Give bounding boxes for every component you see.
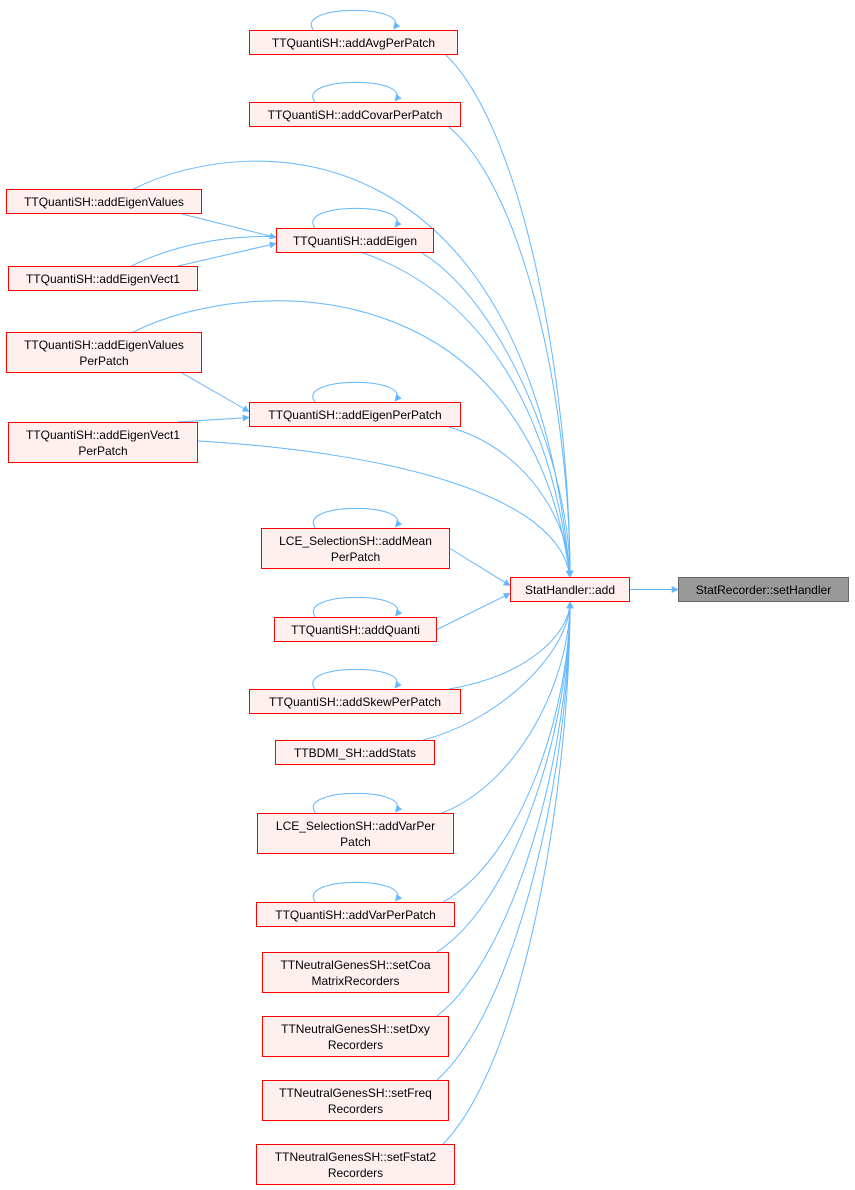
- node-label-line-2: Recorders: [327, 1101, 384, 1116]
- node-label: TTQuantiSH::addQuanti: [291, 622, 420, 637]
- node-label: TTQuantiSH::addEigenValues: [24, 194, 184, 209]
- node-setfreqrecorders[interactable]: TTNeutralGenesSH::setFreq Recorders: [262, 1080, 449, 1121]
- self-call-loop-addVarPerPatch: [312, 881, 403, 903]
- node-addeigenvect1perpatch[interactable]: TTQuantiSH::addEigenVect1 PerPatch: [8, 422, 198, 463]
- edge-addEigenVect1-to-addEigen: [177, 241, 277, 267]
- node-setcoamatrixrecorders[interactable]: TTNeutralGenesSH::setCoa MatrixRecorders: [262, 952, 449, 993]
- self-call-loop-addEigenPerPatch: [312, 381, 402, 403]
- node-addstats[interactable]: TTBDMI_SH::addStats: [275, 740, 435, 765]
- edge-addEigenValues-to-add: [133, 160, 573, 578]
- node-statrecorder-sethandler-root: StatRecorder::setHandler: [678, 577, 849, 602]
- node-addeigen[interactable]: TTQuantiSH::addEigen: [276, 228, 434, 253]
- node-label-line-1: TTNeutralGenesSH::setFstat2: [274, 1149, 437, 1164]
- edge-addEigen-to-add: [421, 252, 574, 578]
- edge-addEigenVect1PerPatch-to-addEigenPerPatch: [177, 414, 250, 423]
- edge-addEigenPerPatch-to-add: [448, 426, 574, 578]
- node-label-line-1: TTNeutralGenesSH::setCoa: [280, 957, 431, 972]
- node-label: TTQuantiSH::addVarPerPatch: [275, 907, 436, 922]
- edge-addEigenVect1PerPatch-to-add: [197, 440, 573, 578]
- self-call-loop-addCovarPerPatch: [312, 81, 402, 103]
- node-stathandler-add[interactable]: StatHandler::add: [510, 577, 630, 602]
- edge-addStats-to-add: [422, 601, 574, 741]
- node-label: TTQuantiSH::addEigenVect1: [25, 271, 181, 286]
- node-label: TTQuantiSH::addSkewPerPatch: [268, 694, 442, 709]
- self-call-loop-addVarPerPatchLCE: [312, 792, 403, 814]
- self-call-loop-addAvgPerPatch: [310, 9, 401, 31]
- node-addeigenvalues[interactable]: TTQuantiSH::addEigenValues: [6, 189, 202, 214]
- edge-setDxyRecorders-to-add: [436, 601, 574, 1017]
- node-label-line-2: Recorders: [327, 1165, 384, 1180]
- edge-addSkewPerPatch-to-add: [448, 601, 574, 690]
- node-label-line-1: TTQuantiSH::addEigenVect1: [25, 427, 181, 442]
- node-addcovarperpatch[interactable]: TTQuantiSH::addCovarPerPatch: [249, 102, 461, 127]
- edge-addCovarPerPatch-to-add: [448, 126, 574, 578]
- node-label: TTQuantiSH::addEigen: [292, 233, 418, 248]
- node-label-line-1: LCE_SelectionSH::addMean: [279, 533, 432, 548]
- edge-addEigenValuesPerPatch-to-addEigenPerPatch: [181, 372, 250, 412]
- self-call-loop-addSkewPerPatch: [312, 668, 402, 690]
- node-setfstat2recorders[interactable]: TTNeutralGenesSH::setFstat2 Recorders: [256, 1144, 455, 1185]
- node-addquanti[interactable]: TTQuantiSH::addQuanti: [274, 617, 437, 642]
- node-label-line-2: MatrixRecorders: [311, 973, 400, 988]
- node-label-line-2: Recorders: [327, 1037, 384, 1052]
- node-label: TTQuantiSH::addCovarPerPatch: [267, 107, 443, 122]
- node-setdxyrecorders[interactable]: TTNeutralGenesSH::setDxy Recorders: [262, 1016, 449, 1057]
- edge-setFreqRecorders-to-add: [436, 601, 574, 1081]
- edge-setFstat2Recorders-to-add: [442, 601, 574, 1145]
- node-label: TTBDMI_SH::addStats: [293, 745, 417, 760]
- node-addskewperpatch[interactable]: TTQuantiSH::addSkewPerPatch: [249, 689, 461, 714]
- node-label-line-2: PerPatch: [330, 549, 381, 564]
- node-label-line-1: TTNeutralGenesSH::setDxy: [281, 1021, 430, 1036]
- edge-addAvgPerPatch-to-add: [445, 54, 574, 578]
- self-call-loop-addMeanPerPatch: [312, 507, 403, 529]
- edge-setCoaMatrixRecorders-to-add: [436, 601, 574, 953]
- node-label: TTQuantiSH::addAvgPerPatch: [271, 35, 436, 50]
- self-call-loop-addQuanti: [312, 596, 403, 618]
- node-label-line-2: PerPatch: [78, 443, 128, 458]
- node-addeigenperpatch[interactable]: TTQuantiSH::addEigenPerPatch: [249, 402, 461, 427]
- node-label: TTQuantiSH::addEigenPerPatch: [268, 407, 442, 422]
- edge-addEigenValues-to-addEigen: [181, 213, 277, 240]
- node-addvarperpatch-lce[interactable]: LCE_SelectionSH::addVarPer Patch: [257, 813, 454, 854]
- node-addmeanperpatch[interactable]: LCE_SelectionSH::addMean PerPatch: [261, 528, 450, 569]
- edge-addEigenValuesPerPatch-to-add: [133, 300, 573, 578]
- self-call-loop-addEigen: [312, 207, 402, 229]
- node-label-line-2: Patch: [340, 834, 371, 849]
- edge-addVarPerPatchLCE-to-add: [441, 601, 574, 814]
- node-label-line-1: LCE_SelectionSH::addVarPer: [275, 818, 436, 833]
- node-label: StatRecorder::setHandler: [695, 582, 832, 597]
- edge-addEigenVect1-to-add: [131, 236, 573, 578]
- edge-addVarPerPatch-to-add: [442, 601, 574, 903]
- node-label-line-2: PerPatch: [79, 353, 129, 368]
- node-addeigenvaluesperpatch[interactable]: TTQuantiSH::addEigenValues PerPatch: [6, 332, 202, 373]
- node-addeigenvect1[interactable]: TTQuantiSH::addEigenVect1: [8, 266, 198, 291]
- node-label-line-1: TTNeutralGenesSH::setFreq: [279, 1085, 432, 1100]
- node-label: StatHandler::add: [524, 582, 616, 597]
- node-label-line-1: TTQuantiSH::addEigenValues: [24, 337, 184, 352]
- edge-addQuanti-to-add: [436, 593, 511, 630]
- node-addavgperpatch[interactable]: TTQuantiSH::addAvgPerPatch: [249, 30, 458, 55]
- node-addvarperpatch[interactable]: TTQuantiSH::addVarPerPatch: [256, 902, 455, 927]
- edge-addMeanPerPatch-to-add: [449, 548, 511, 586]
